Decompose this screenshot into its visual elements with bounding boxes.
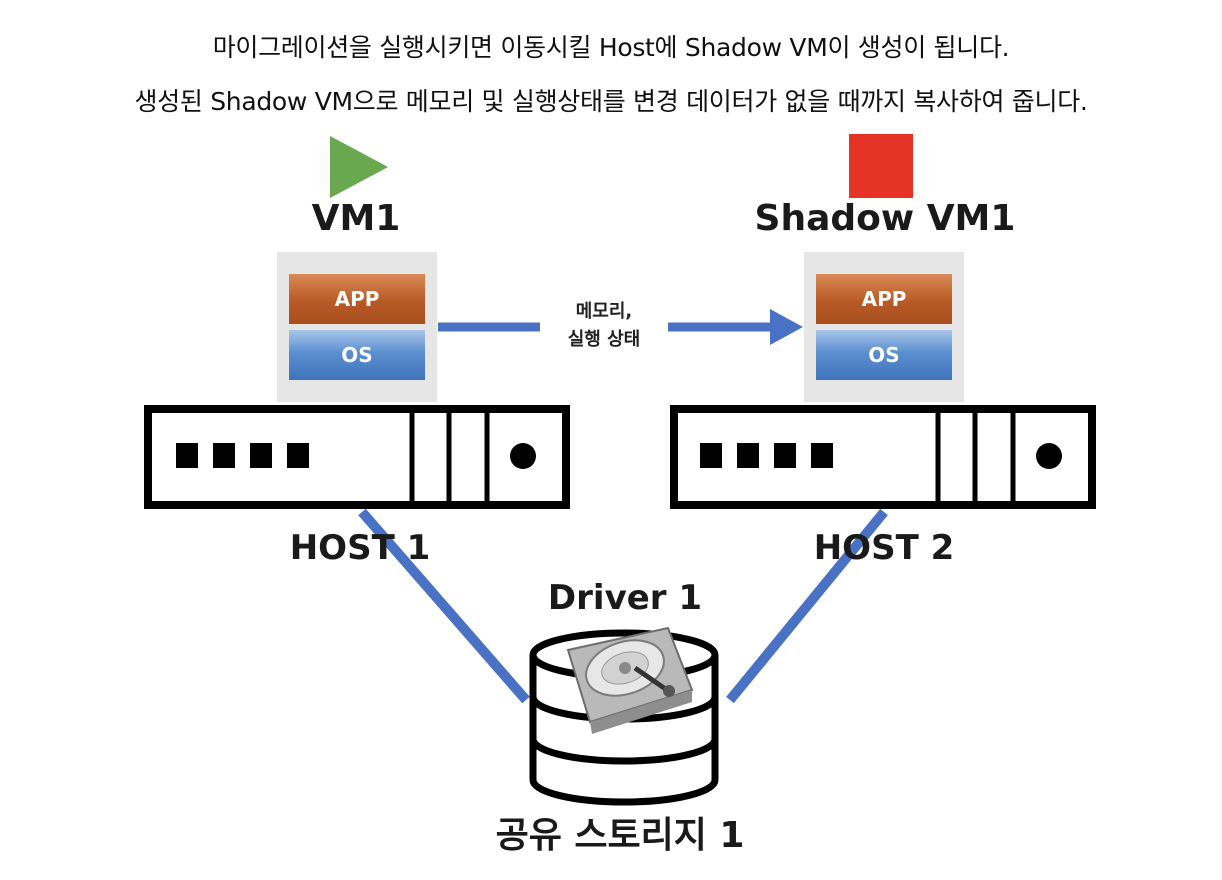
arrow-head-icon <box>770 309 803 345</box>
source-vm-box: APP OS <box>277 252 437 402</box>
shadow-os-layer: OS <box>816 330 952 380</box>
host2-label: HOST 2 <box>813 528 955 568</box>
caption-line-1: 마이그레이션을 실행시키면 이동시킬 Host에 Shadow VM이 생성이 … <box>212 33 1010 62</box>
stop-icon <box>849 134 913 198</box>
host2-storage-connector <box>726 508 888 704</box>
transfer-label-line-2: 실행 상태 <box>567 329 641 350</box>
caption-line-2: 생성된 Shadow VM으로 메모리 및 실행상태를 변경 데이터가 없을 때… <box>134 87 1088 116</box>
source-os-layer: OS <box>289 330 425 380</box>
driver-label: Driver 1 <box>547 578 703 618</box>
hard-disk-icon <box>566 626 694 734</box>
source-app-layer: APP <box>289 274 425 324</box>
host2-server <box>670 405 1096 509</box>
transfer-label: 메모리, 실행 상태 <box>540 298 668 354</box>
shared-storage-label: 공유 스토리지 1 <box>495 815 745 856</box>
host1-server <box>144 405 570 509</box>
shadow-vm-title: Shadow VM1 <box>754 198 1016 239</box>
source-vm-title: VM1 <box>311 198 401 239</box>
shadow-app-layer: APP <box>816 274 952 324</box>
shadow-vm-box: APP OS <box>804 252 964 402</box>
host1-label: HOST 1 <box>289 528 431 568</box>
host1-storage-connector <box>358 508 530 704</box>
play-icon <box>330 136 388 198</box>
transfer-label-line-1: 메모리, <box>575 301 633 322</box>
